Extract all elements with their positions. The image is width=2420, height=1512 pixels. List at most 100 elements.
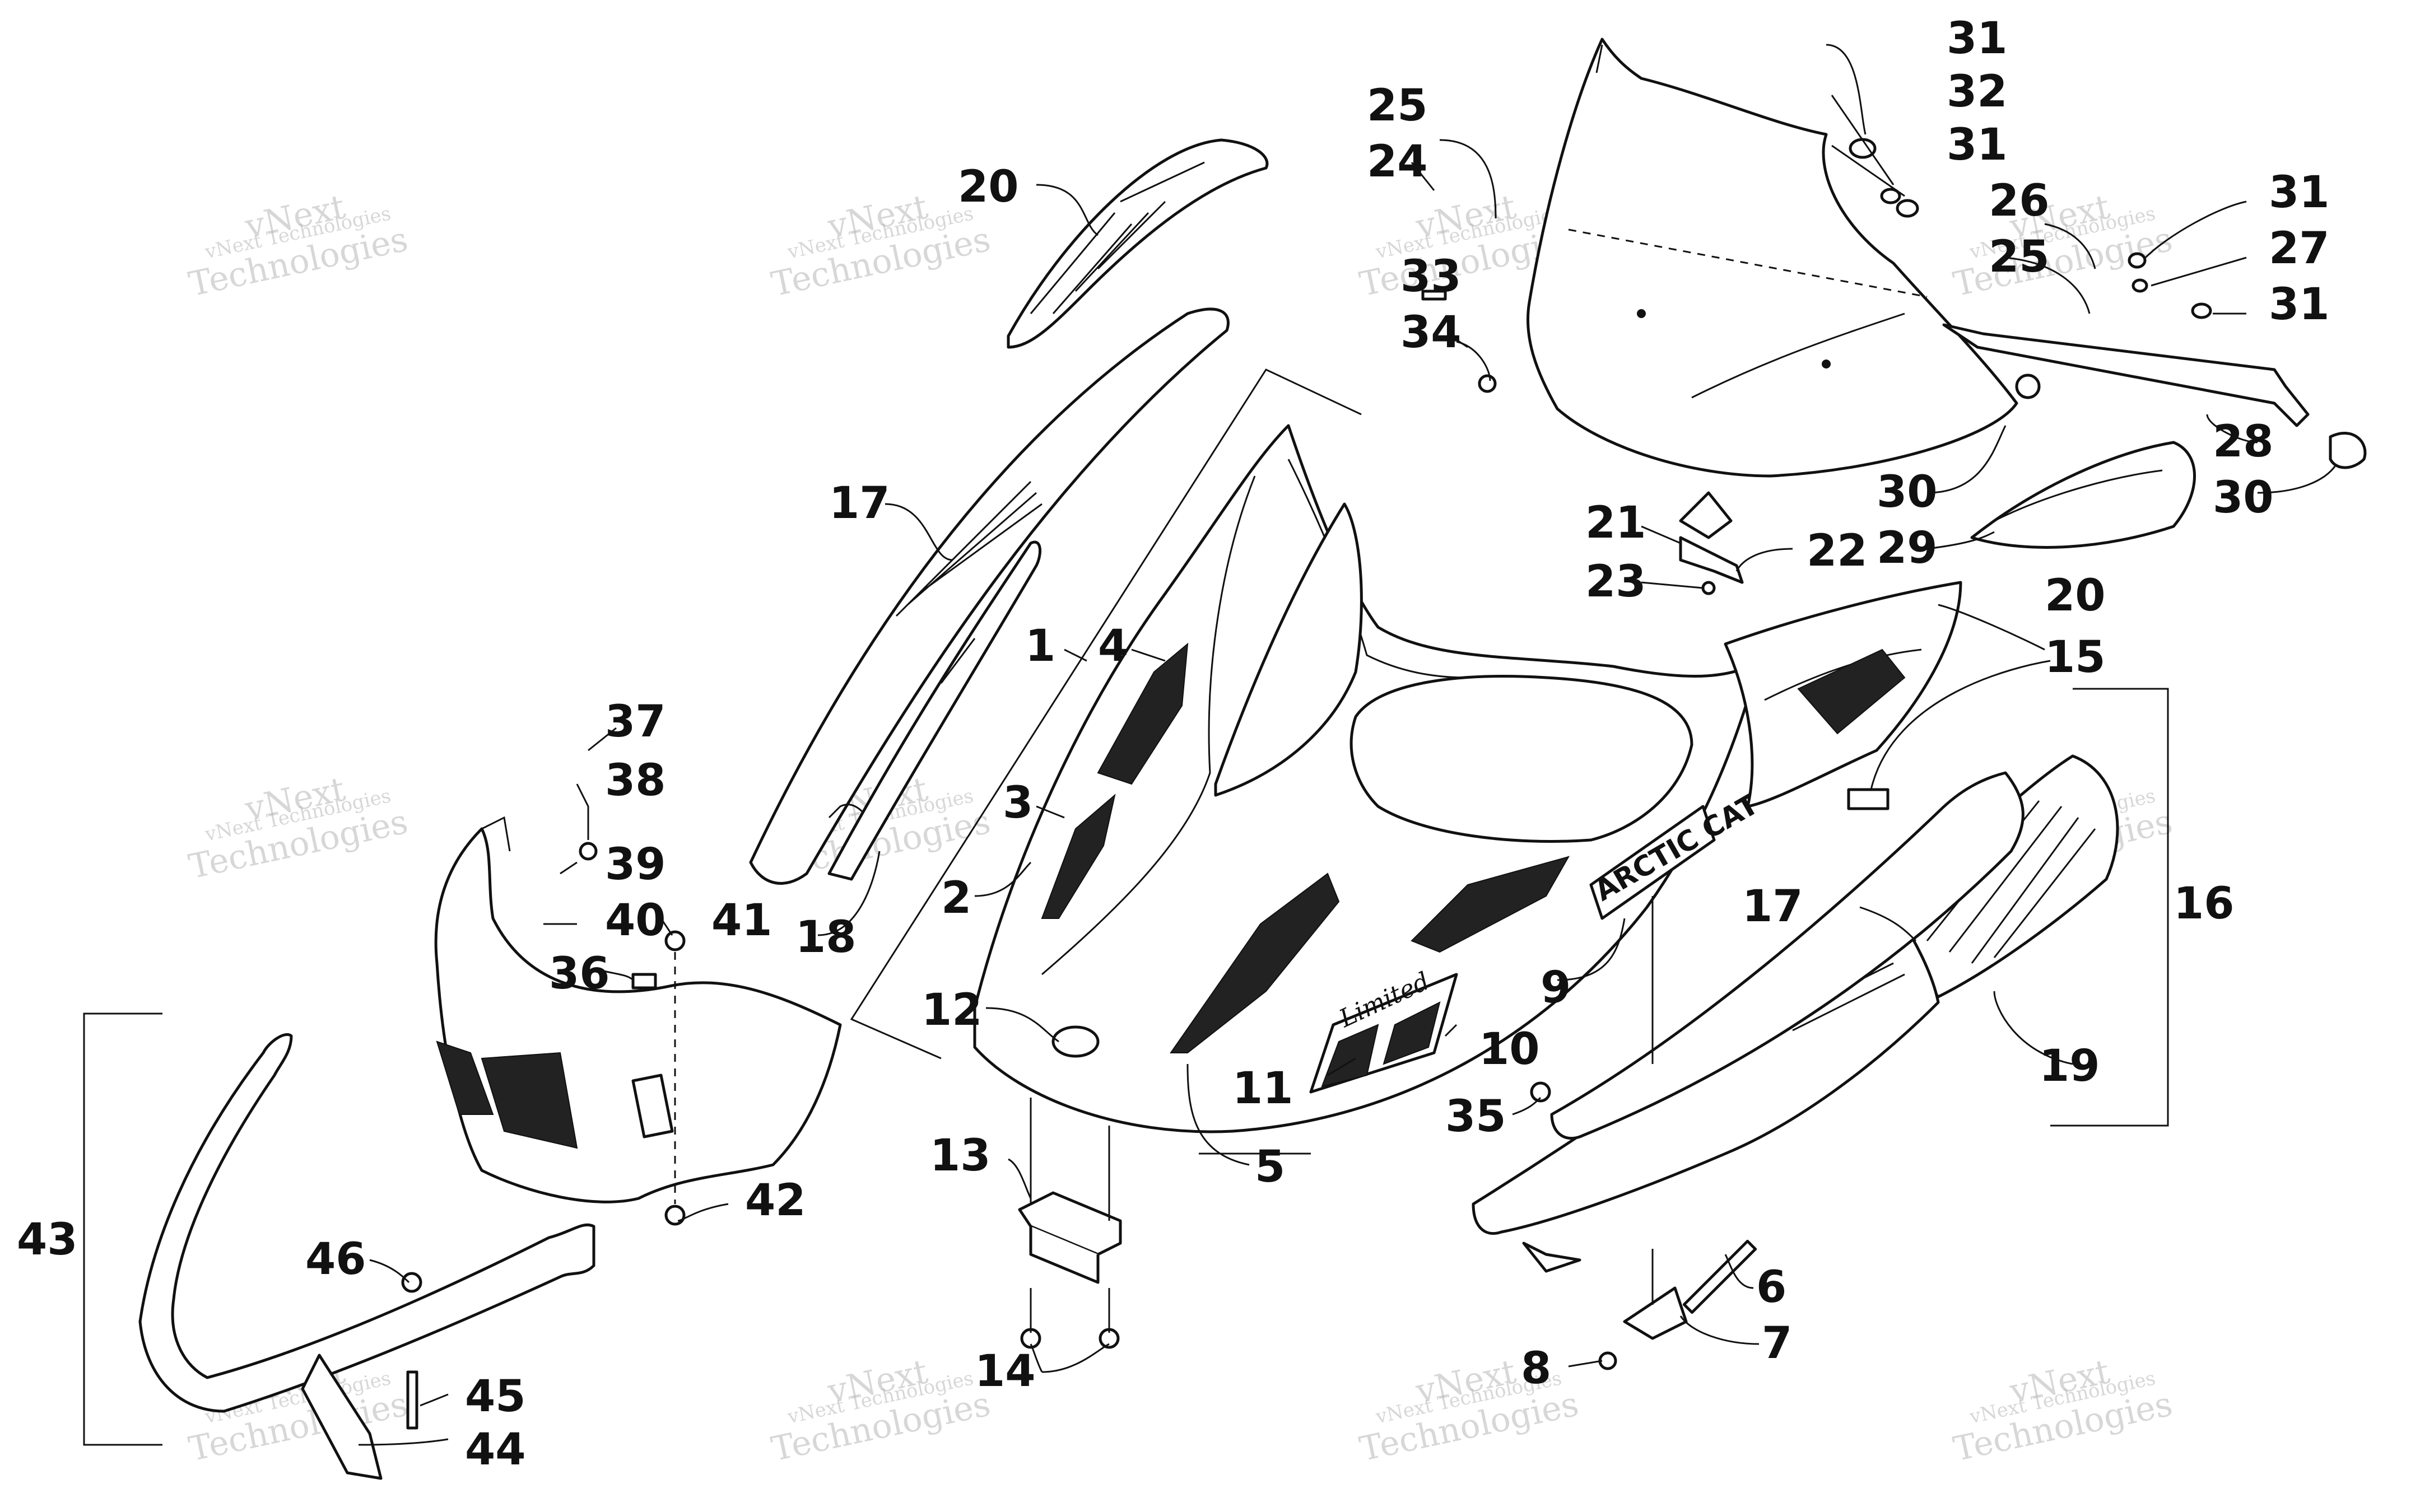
part-mounting-rod <box>1942 323 2310 427</box>
watermark-stamp: vNext Technologies vNext Technologies <box>185 187 411 304</box>
callout-26: 26 <box>1989 176 2050 226</box>
callout-39: 39 <box>605 839 666 890</box>
part-screw <box>406 1370 418 1430</box>
callout-17-left: 17 <box>829 478 890 529</box>
callout-3: 3 <box>1003 778 1033 828</box>
part-bumper-tube <box>138 1033 595 1480</box>
part-screw <box>1880 188 1901 204</box>
callout-30-left: 30 <box>1877 467 1938 517</box>
part-intake-right <box>1724 581 1962 808</box>
part-washer <box>1896 199 1919 218</box>
callout-15: 15 <box>2045 632 2106 683</box>
callout-36: 36 <box>549 949 610 999</box>
part-vent-upper <box>1097 642 1189 785</box>
callout-19: 19 <box>2039 1041 2100 1091</box>
callout-30-right: 30 <box>2213 473 2274 523</box>
part-windshield <box>1527 38 2018 478</box>
callout-28: 28 <box>2213 417 2274 467</box>
part-washer <box>1849 138 1877 159</box>
watermark-stamp: vNext Technologies vNext Technologies <box>768 187 994 304</box>
part-front-bumper <box>434 816 842 1203</box>
part-bracket <box>1679 536 1744 584</box>
part-screw <box>2132 278 2148 293</box>
callout-5: 5 <box>1255 1142 1285 1192</box>
callout-9: 9 <box>1541 963 1571 1013</box>
callout-42: 42 <box>745 1175 806 1226</box>
hardware-group <box>401 138 2367 1430</box>
windshield-fastener-line <box>1568 228 1928 298</box>
callout-32: 32 <box>1947 67 2008 117</box>
callout-24: 24 <box>1367 137 1428 187</box>
part-knob <box>2329 432 2367 469</box>
part-hinge <box>1018 1191 1122 1284</box>
callout-33: 33 <box>1400 251 1462 302</box>
callout-1: 1 <box>1025 621 1055 671</box>
callout-31-b: 31 <box>1947 120 2008 170</box>
part-screw <box>1701 581 1716 595</box>
callout-31-a: 31 <box>1947 13 2008 64</box>
callout-6: 6 <box>1756 1262 1786 1313</box>
callout-34: 34 <box>1400 307 1462 358</box>
callout-25-left: 25 <box>1367 81 1428 131</box>
callout-31-c: 31 <box>2269 167 2330 218</box>
part-side-panel-left <box>749 307 1230 885</box>
part-vent-lower-right <box>1411 856 1570 953</box>
group-bracket-43 <box>83 1012 162 1446</box>
leader-lines <box>358 44 2337 1446</box>
callout-20-right: 20 <box>2045 571 2106 621</box>
callout-7: 7 <box>1762 1318 1792 1369</box>
callout-25-right: 25 <box>1989 232 2050 282</box>
part-grommet <box>2015 374 2041 399</box>
callout-8: 8 <box>1521 1343 1551 1394</box>
group-bracket-1 <box>850 368 1362 1060</box>
part-emblem <box>1051 1025 1100 1058</box>
callout-29: 29 <box>1877 523 1938 573</box>
callout-17-right: 17 <box>1742 881 1803 932</box>
part-side-panel-upper-right <box>1550 771 2025 1140</box>
watermark-stamp: vNext Technologies vNext Technologies <box>185 769 411 886</box>
part-mirror-right <box>1970 441 2196 549</box>
callout-40: 40 <box>605 895 666 946</box>
callout-27: 27 <box>2269 223 2330 274</box>
part-badge-grille <box>1383 1001 1441 1065</box>
callout-41: 41 <box>711 895 772 946</box>
callout-23: 23 <box>1585 557 1646 607</box>
callout-46: 46 <box>305 1234 366 1285</box>
group-bracket-16 <box>2050 688 2169 1127</box>
part-washer <box>1598 1351 1617 1370</box>
callout-20-left: 20 <box>958 162 1019 212</box>
callout-13: 13 <box>930 1131 991 1181</box>
part-washer <box>2191 302 2212 319</box>
watermark-stamp: vNext Technologies vNext Technologies <box>1950 1352 2176 1469</box>
part-intake-mesh <box>1797 648 1906 735</box>
callout-43: 43 <box>17 1215 78 1265</box>
callout-21: 21 <box>1585 498 1646 548</box>
callout-38: 38 <box>605 755 666 806</box>
part-washer <box>2128 252 2147 269</box>
part-bumper-grille <box>481 1052 578 1149</box>
callout-44: 44 <box>465 1425 526 1475</box>
part-vent-side <box>1041 794 1116 919</box>
callout-4: 4 <box>1098 621 1128 671</box>
part-screw <box>1530 1081 1551 1103</box>
callout-45: 45 <box>465 1371 526 1422</box>
part-hood: Limited ARCTIC CAT <box>973 424 1764 1133</box>
part-nut <box>664 930 686 951</box>
callout-18: 18 <box>795 912 857 963</box>
part-clip <box>1847 788 1890 810</box>
callout-11: 11 <box>1232 1063 1293 1114</box>
part-vent-lower-left <box>1170 872 1340 1053</box>
part-pin <box>1682 1239 1757 1314</box>
part-nut <box>401 1272 422 1293</box>
callout-16: 16 <box>2174 879 2235 929</box>
callout-14: 14 <box>975 1346 1036 1397</box>
part-washer <box>664 1205 686 1226</box>
part-bracket <box>1623 1286 1688 1340</box>
callout-10: 10 <box>1479 1024 1540 1075</box>
part-intake-left <box>1007 138 1269 349</box>
callout-22: 22 <box>1807 526 1868 576</box>
part-bracket <box>1679 491 1733 539</box>
part-trim-strip-left <box>827 540 1042 881</box>
part-clip <box>631 973 657 990</box>
